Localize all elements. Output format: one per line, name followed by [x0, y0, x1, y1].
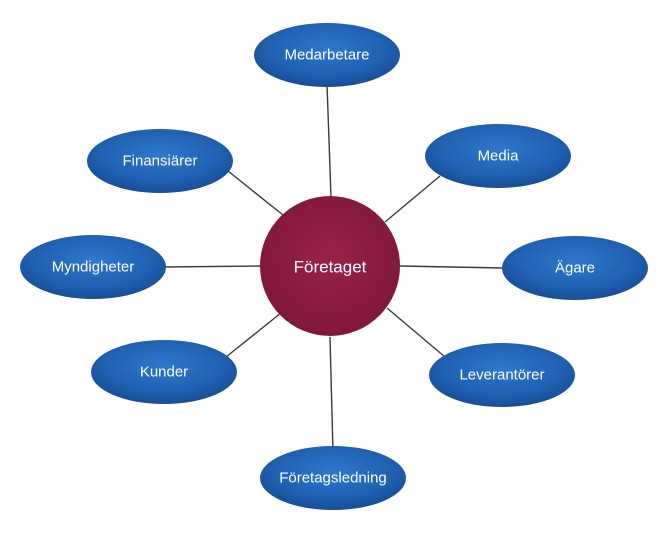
node-label: Leverantörer: [459, 367, 544, 384]
connectors: [162, 83, 503, 453]
node-shape: [91, 340, 237, 404]
connector-agare: [399, 265, 503, 269]
node-label: Myndigheter: [52, 259, 135, 276]
center-label: Företaget: [294, 258, 367, 277]
connector-medarbetare: [326, 83, 332, 198]
node-label: Företagsledning: [279, 470, 387, 487]
stakeholder-node-myndigheter: Myndigheter: [20, 235, 166, 299]
node-label: Finansiärer: [122, 153, 197, 170]
stakeholder-node-finansiarer: Finansiärer: [87, 129, 233, 193]
node-label: Media: [478, 148, 520, 165]
connector-media: [384, 175, 441, 223]
stakeholder-node-leverantorer: Leverantörer: [429, 343, 575, 407]
node-shape: [260, 446, 406, 510]
node-shape: [429, 343, 575, 407]
stakeholder-node-medarbetare: Medarbetare: [254, 23, 400, 87]
node-label: Ägare: [555, 260, 595, 277]
stakeholder-node-foretagsledning: Företagsledning: [260, 446, 406, 510]
connector-leverantorer: [386, 307, 446, 358]
connector-finansiarer: [227, 170, 284, 216]
center-node: Företaget: [260, 196, 400, 336]
node-label: Medarbetare: [284, 47, 369, 64]
node-shape: [87, 129, 233, 193]
node-shape: [502, 236, 648, 300]
node-shape: [425, 124, 571, 188]
node-shape: [254, 23, 400, 87]
stakeholder-node-media: Media: [425, 124, 571, 188]
center-circle: [260, 196, 400, 336]
connector-myndigheter: [162, 265, 261, 268]
node-shape: [20, 235, 166, 299]
connector-foretagsledning: [329, 336, 334, 453]
stakeholder-node-agare: Ägare: [502, 236, 648, 300]
stakeholder-node-kunder: Kunder: [91, 340, 237, 404]
node-label: Kunder: [140, 364, 188, 381]
connector-kunder: [225, 312, 282, 358]
